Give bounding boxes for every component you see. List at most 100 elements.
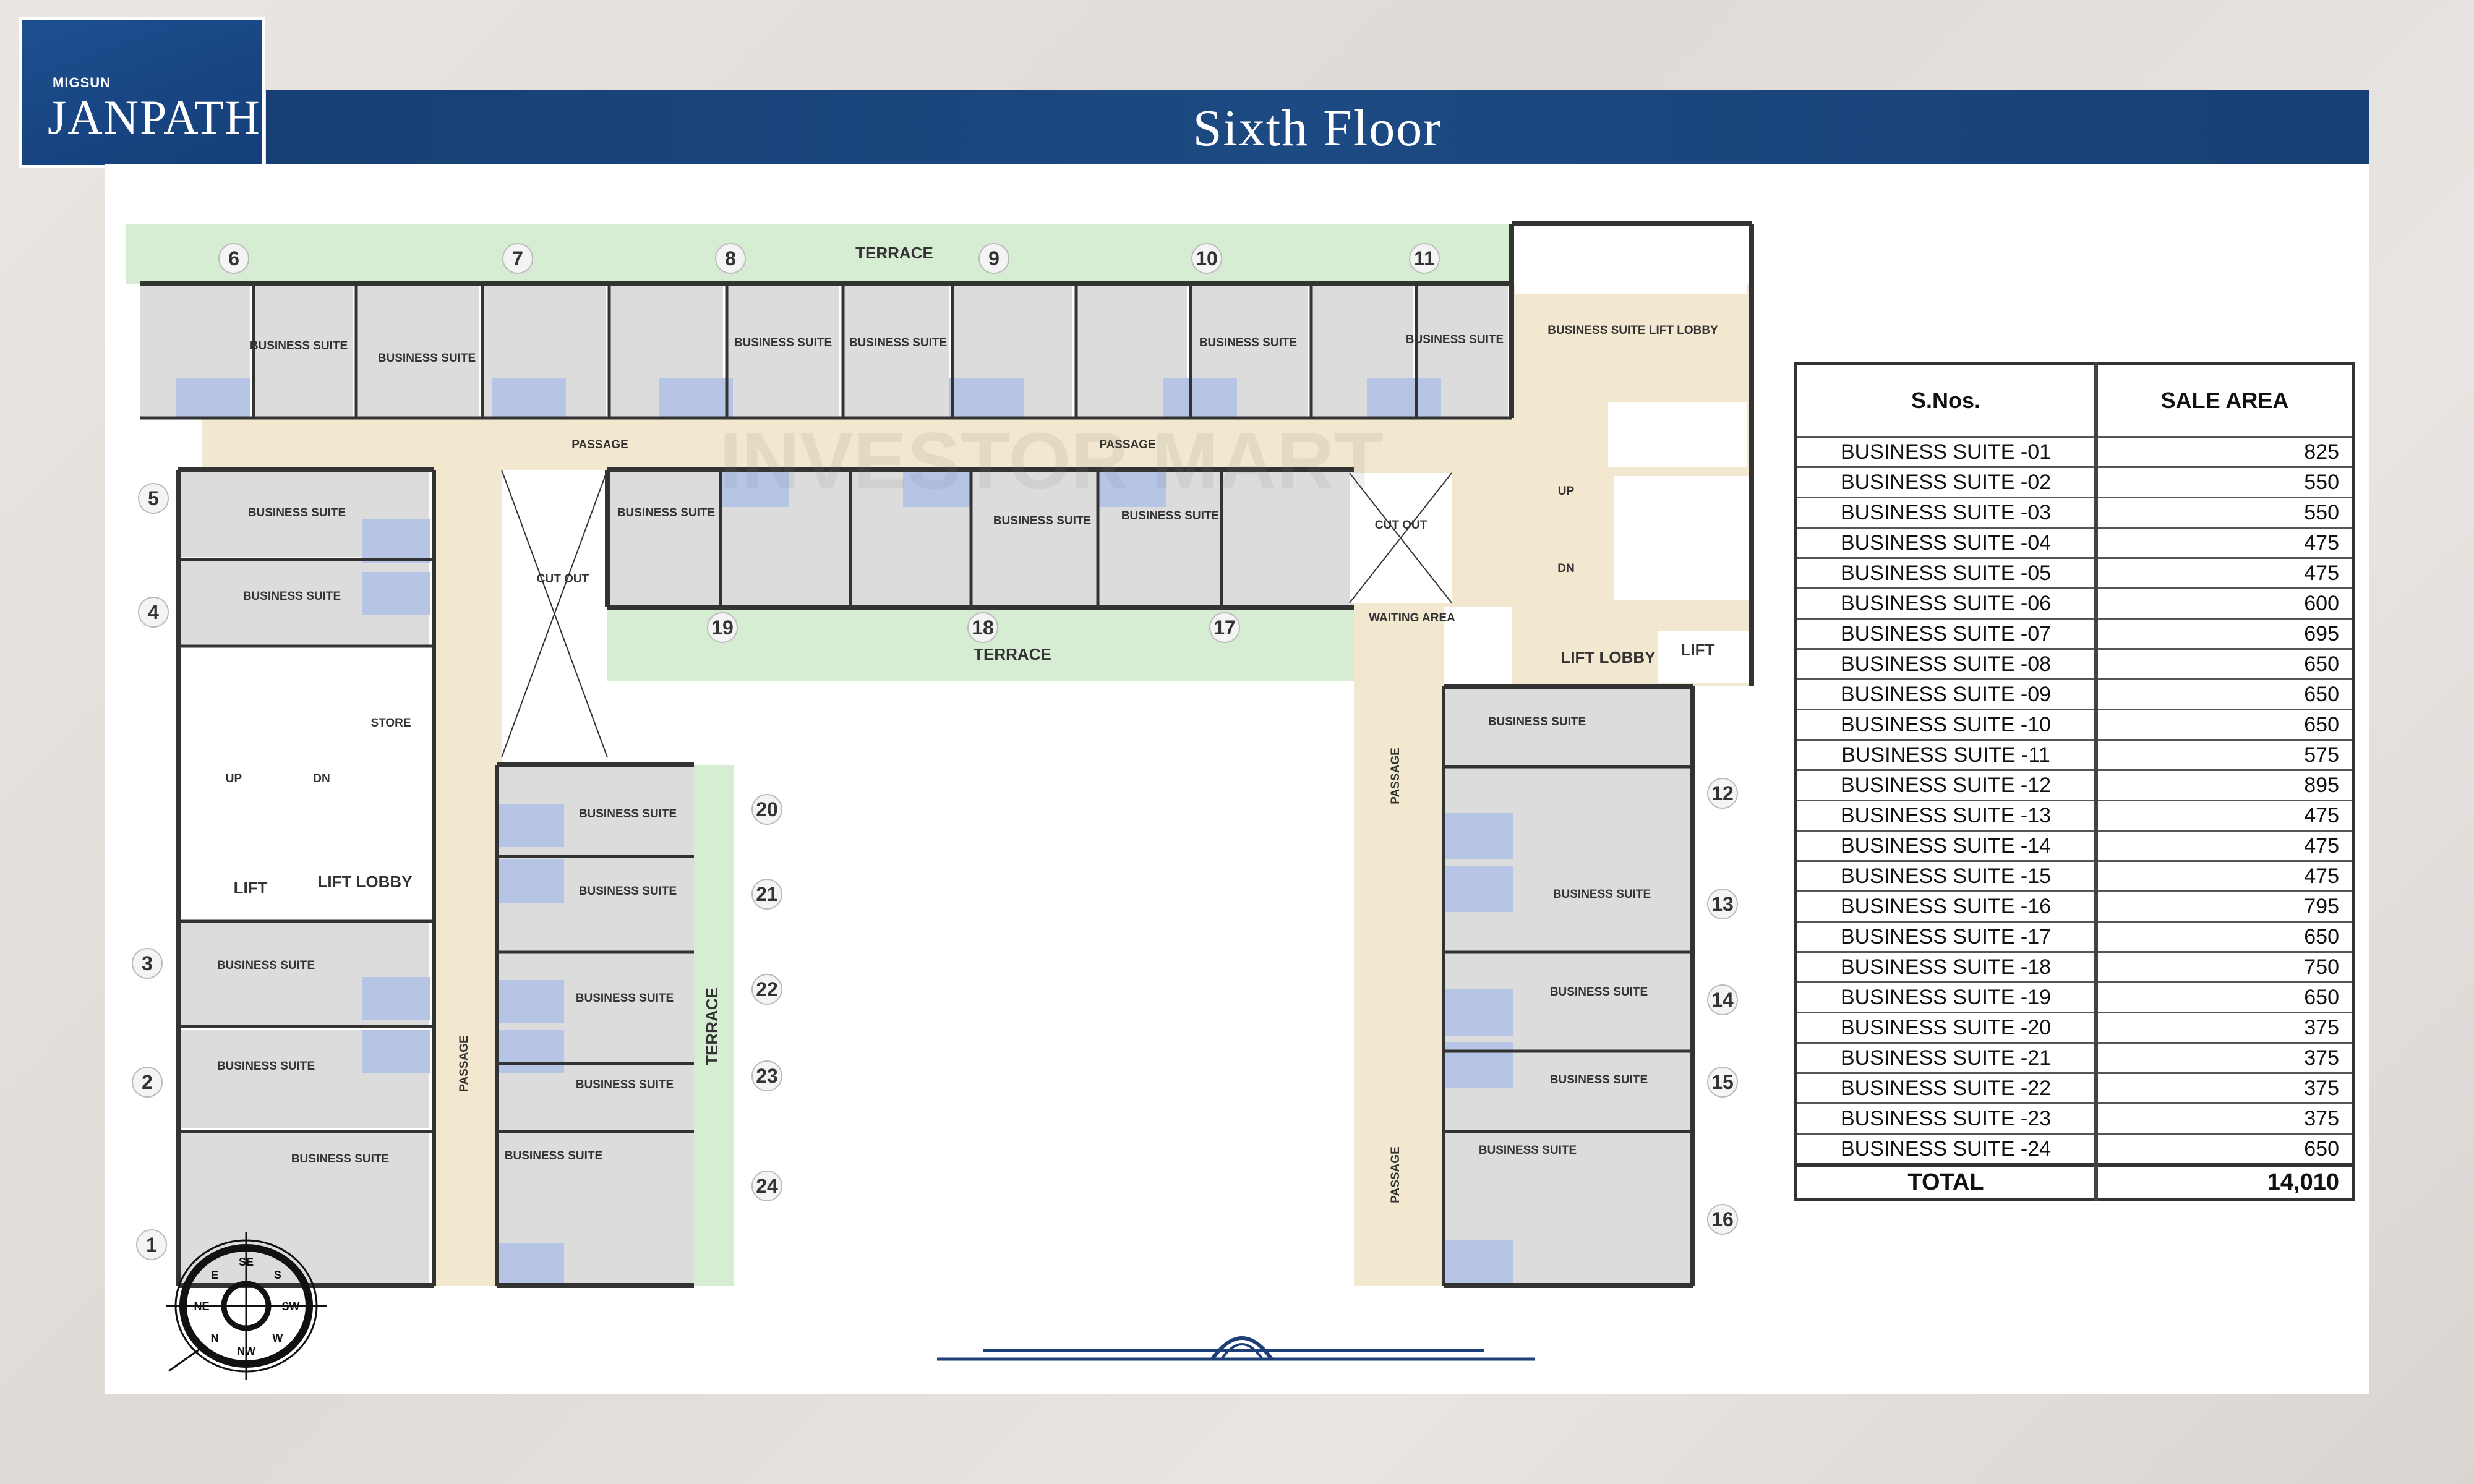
unit-number: 5: [148, 487, 159, 510]
plan-label: TERRACE: [703, 987, 721, 1065]
page-title: Sixth Floor: [1192, 100, 1442, 157]
suite-column-12-16: [1444, 686, 1693, 1286]
suite-area: 650: [2095, 921, 2355, 953]
plan-label: LIFT: [234, 879, 268, 897]
wall: [1349, 472, 1452, 603]
plan-label: STORE: [370, 717, 411, 730]
plan-label: BUSINESS SUITE: [1199, 336, 1297, 349]
terrace-top: [126, 224, 1512, 284]
plan-label: BUSINESS SUITE: [1121, 510, 1219, 522]
toilet-room: [495, 1030, 564, 1073]
suite-area: 375: [2095, 1072, 2355, 1104]
compass-direction: E: [211, 1269, 218, 1281]
plan-label: BUSINESS SUITE: [505, 1149, 602, 1162]
plan-label: BUSINESS SUITE: [579, 808, 677, 821]
brand-logo: MIGSUN JANPATH: [19, 17, 265, 168]
toilet-room: [362, 977, 430, 1020]
unit-number-badge: [707, 612, 738, 643]
unit-number-badge: [978, 243, 1009, 274]
plan-label: BUSINESS SUITE: [1550, 1073, 1648, 1086]
header-banner: Sixth Floor: [266, 90, 2369, 164]
unit-number: 19: [711, 616, 734, 639]
logo-background: MIGSUN JANPATH: [22, 20, 262, 165]
plan-label: PASSAGE: [571, 438, 628, 451]
unit-number-badge: [1209, 612, 1240, 643]
suite-area: 650: [2095, 648, 2355, 680]
suite-name: BUSINESS SUITE -03: [1794, 497, 2098, 529]
plan-label: BUSINESS SUITE: [576, 1078, 674, 1091]
toilet-room: [492, 378, 566, 418]
plan-label: BUSINESS SUITE: [248, 506, 346, 519]
suite-area: 650: [2095, 1133, 2355, 1166]
unit-number-badge: [1707, 1067, 1738, 1098]
suite-room: [254, 284, 353, 418]
suite-name: BUSINESS SUITE -24: [1794, 1133, 2098, 1166]
logo-brand-small: MIGSUN: [53, 75, 111, 90]
suite-area: 650: [2095, 678, 2355, 710]
unit-number-badge: [751, 1060, 782, 1091]
compass-direction: SW: [282, 1300, 300, 1313]
plan-label: LIFT LOBBY: [317, 872, 412, 891]
lift-right: [1658, 631, 1750, 683]
unit-number: 7: [512, 247, 523, 270]
toilet-room: [659, 378, 733, 418]
wall: [501, 469, 608, 758]
passage-right: [1354, 607, 1444, 1286]
unit-number: 18: [972, 616, 994, 639]
table-header-row: S.Nos. SALE AREA: [1794, 362, 2355, 438]
unit-number: 1: [146, 1234, 157, 1256]
suite-column-20-24: [497, 765, 694, 1286]
suite-name: BUSINESS SUITE -10: [1794, 709, 2098, 741]
unit-number: 4: [148, 601, 159, 623]
plan-label: BUSINESS SUITE: [576, 992, 674, 1005]
unit-number-badge: [751, 879, 782, 910]
suite-name: BUSINESS SUITE -01: [1794, 436, 2098, 468]
compass-direction: N: [211, 1332, 219, 1344]
suite-area: 750: [2095, 951, 2355, 983]
suite-name: BUSINESS SUITE -17: [1794, 921, 2098, 953]
toilet-room: [1163, 378, 1237, 418]
compass-direction: NE: [194, 1300, 209, 1313]
toilet-room: [495, 804, 564, 847]
unit-number: 21: [756, 883, 778, 905]
plan-label: BUSINESS SUITE: [1488, 715, 1586, 728]
suite-name: BUSINESS SUITE -08: [1794, 648, 2098, 680]
plan-label: BUSINESS SUITE: [1550, 986, 1648, 999]
suite-name: BUSINESS SUITE -23: [1794, 1102, 2098, 1135]
unit-number: 23: [756, 1065, 778, 1087]
plan-label: TERRACE: [855, 244, 933, 262]
plan-label: BUSINESS SUITE: [217, 1060, 315, 1073]
plan-label: PASSAGE: [1099, 438, 1156, 451]
suite-name: BUSINESS SUITE -15: [1794, 860, 2098, 892]
suite-name: BUSINESS SUITE -14: [1794, 830, 2098, 862]
lifts-top: [1515, 226, 1747, 294]
header-sale-area: SALE AREA: [2095, 362, 2355, 438]
suite-area: 475: [2095, 860, 2355, 892]
unit-number: 8: [725, 247, 736, 270]
toilet-room: [362, 1030, 430, 1073]
unit-number: 6: [228, 247, 239, 270]
suite-name: BUSINESS SUITE -05: [1794, 557, 2098, 589]
suite-name: BUSINESS SUITE -16: [1794, 890, 2098, 923]
plan-label: DN: [313, 772, 330, 785]
unit-number-badge: [138, 483, 169, 514]
suite-name: BUSINESS SUITE -04: [1794, 527, 2098, 559]
